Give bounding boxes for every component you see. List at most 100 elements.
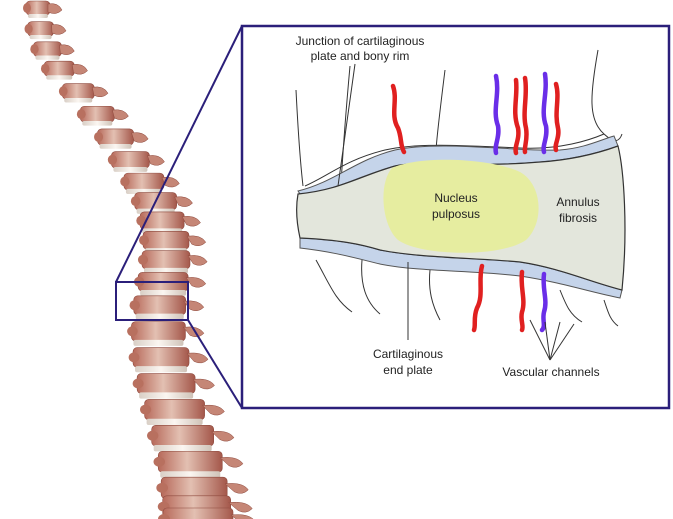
articular-process (107, 154, 118, 165)
annulus-label-line2: fibrosis (559, 211, 597, 225)
vertebral-process (111, 109, 129, 120)
disc-detail-inset: Junction of cartilaginous plate and bony… (240, 24, 671, 410)
vertebral-process (224, 483, 249, 494)
vertebral-process (59, 44, 75, 55)
articular-process (94, 131, 104, 142)
vertebral-process (91, 86, 109, 98)
vertebral-process (187, 255, 208, 266)
vertebra (123, 172, 165, 191)
artery-channel (553, 81, 561, 153)
spine-disc (153, 444, 212, 452)
endplate-label-line1: Cartilaginous (373, 347, 443, 361)
zoom-connector-bottom (187, 319, 243, 409)
nucleus-label-line1: Nucleus (434, 191, 477, 205)
spine-disc (46, 75, 73, 80)
spine-disc (146, 418, 203, 426)
articular-process (40, 63, 50, 74)
vertebra (144, 399, 205, 420)
artery-channel (390, 83, 407, 155)
vertebra (132, 347, 190, 368)
articular-process (140, 404, 152, 415)
junction-label-line1: Junction of cartilaginous (296, 34, 425, 48)
articular-process (23, 3, 31, 13)
spine-disc (139, 392, 194, 399)
zoom-connector-top (115, 25, 243, 283)
vertebra (111, 151, 150, 169)
articular-process (24, 23, 33, 34)
annulus-label-line1: Annulus (556, 195, 599, 209)
spine-disc (35, 55, 60, 60)
vertebral-process (181, 216, 201, 227)
articular-process (147, 430, 159, 441)
vertebra (133, 295, 187, 315)
vein-channel (541, 71, 549, 155)
spine-disc (99, 144, 132, 149)
zoom-region-box (115, 281, 189, 321)
spine-disc (144, 267, 188, 274)
spine-illustration (23, 0, 254, 519)
vertebra (157, 450, 223, 473)
spine-disc (82, 121, 113, 126)
vertebra (136, 373, 196, 394)
spine-disc (160, 471, 221, 478)
spine-disc (135, 366, 188, 373)
spine-disc (140, 290, 187, 296)
artery-channel (513, 77, 521, 156)
articular-process (120, 176, 130, 187)
vascular-label: Vascular channels (502, 365, 599, 379)
articular-process (158, 514, 170, 519)
vertebra (160, 476, 228, 499)
articular-process (132, 378, 144, 389)
spine-disc (28, 14, 48, 18)
articular-process (153, 456, 165, 467)
vertebral-process (219, 457, 244, 468)
articular-process (137, 254, 149, 265)
vascular-channels-lower (471, 263, 548, 333)
vertebra (131, 321, 186, 342)
articular-process (128, 352, 140, 363)
spine-disc (29, 35, 52, 40)
vertebral-process (131, 132, 149, 143)
articular-process (129, 300, 140, 311)
vertebral-process (192, 378, 215, 390)
vascular-channels-upper (390, 71, 561, 156)
vertebral-process (186, 352, 209, 364)
vertebral-process (211, 431, 235, 442)
vertebral-process (47, 3, 63, 14)
spine-disc (135, 313, 184, 320)
vein-channel (539, 271, 548, 333)
artery-channel (522, 75, 529, 155)
artery-channel (471, 263, 485, 333)
articular-process (30, 44, 39, 55)
articular-process (127, 326, 138, 337)
vertebral-process (147, 155, 165, 166)
vertebral-process (51, 24, 67, 35)
spine-disc (113, 167, 148, 172)
vertebral-process (71, 64, 88, 75)
vertebra (142, 231, 190, 250)
vertebral-process (185, 277, 207, 288)
vertebral-process (174, 196, 193, 207)
vein-channel (493, 73, 501, 156)
spine-disc (64, 98, 93, 103)
vertebra (162, 507, 234, 519)
vertebral-process (228, 501, 253, 513)
articular-process (76, 109, 86, 120)
vertebral-process (186, 235, 207, 247)
nucleus-pulposus (383, 159, 539, 253)
junction-label-line2: plate and bony rim (311, 49, 410, 63)
artery-channel (519, 269, 526, 333)
nucleus-label-line2: pulposus (432, 207, 480, 221)
articular-process (139, 235, 149, 246)
articular-process (156, 482, 169, 493)
vertebra (141, 250, 191, 270)
articular-process (58, 86, 68, 97)
vertebra (151, 425, 214, 447)
spine-disc (133, 339, 184, 346)
vertebral-process (202, 404, 225, 416)
articular-process (136, 215, 147, 226)
vertebral-process (183, 300, 205, 312)
upper-vertebra-outline (295, 49, 623, 187)
lower-vertebra-outline (315, 259, 619, 327)
